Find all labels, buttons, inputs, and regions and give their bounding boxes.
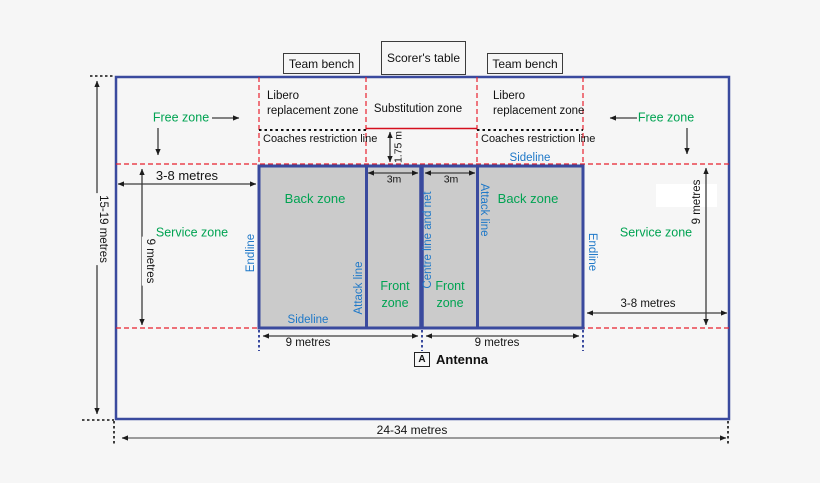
- substitution-zone-label: Substitution zone: [373, 103, 463, 116]
- centre-line-label: Centre line and net: [422, 191, 435, 289]
- scorers-table-label: Scorer's table: [387, 51, 460, 65]
- overall-depth-label: 15-19 metres: [95, 193, 109, 265]
- service-zone-right-label: Service zone: [619, 225, 693, 240]
- team-bench-left-box: Team bench: [283, 53, 360, 74]
- front-zone-right-label: Front zone: [435, 279, 465, 310]
- sideline-bottom-label: Sideline: [287, 314, 329, 327]
- service-zone-left-label: Service zone: [155, 225, 229, 240]
- court-interior-lines: [365, 166, 479, 328]
- coaches-restriction-right-label: Coaches restriction line: [481, 133, 596, 145]
- court-depth-right-label: 9 metres: [691, 179, 704, 225]
- back-zone-left-label: Back zone: [284, 191, 346, 207]
- front-zone-right-dim-label: 3m: [443, 173, 459, 186]
- free-zone-boundary: [114, 75, 731, 421]
- endline-right-label: Endline: [585, 232, 598, 272]
- endline-left-label: Endline: [245, 233, 258, 273]
- white-patch: [656, 184, 717, 207]
- coaches-restriction-left-label: Coaches restriction line: [263, 133, 378, 145]
- half-court-left-label: 9 metres: [285, 337, 331, 350]
- team-bench-left-label: Team bench: [288, 56, 355, 71]
- back-zone-right-label: Back zone: [497, 191, 559, 207]
- libero-zone-left-label: Libero replacement zone: [267, 90, 359, 117]
- team-bench-right-label: Team bench: [492, 56, 558, 71]
- team-bench-right-box: Team bench: [487, 53, 563, 74]
- overall-width-label: 24-34 metres: [376, 422, 448, 437]
- sideline-top-label: Sideline: [509, 152, 551, 165]
- restriction-depth-label: 1.75 m: [392, 130, 405, 164]
- antenna-label: Antenna: [436, 352, 488, 367]
- court-dim-extensions: [258, 330, 584, 351]
- attack-line-left-label: Attack line: [353, 261, 366, 315]
- half-court-right-label: 9 metres: [474, 337, 520, 350]
- front-zone-left-dim-label: 3m: [386, 173, 402, 186]
- free-zone-right-label: Free zone: [637, 110, 695, 125]
- antenna-symbol-box: A: [414, 352, 430, 367]
- free-zone-left-dim-label: 3-8 metres: [155, 168, 219, 184]
- attack-line-right-label: Attack line: [477, 183, 490, 237]
- front-zone-left-label: Front zone: [380, 279, 410, 310]
- free-zone-arrows: [155, 115, 690, 156]
- court-depth-left-label: 9 metres: [142, 236, 156, 286]
- corner-extensions: [82, 75, 729, 446]
- free-zone-right-dim-label: 3-8 metres: [620, 298, 676, 311]
- free-zone-left-label: Free zone: [152, 110, 210, 125]
- libero-zone-right-label: Libero replacement zone: [493, 90, 585, 117]
- scorers-table-box: Scorer's table: [381, 41, 466, 75]
